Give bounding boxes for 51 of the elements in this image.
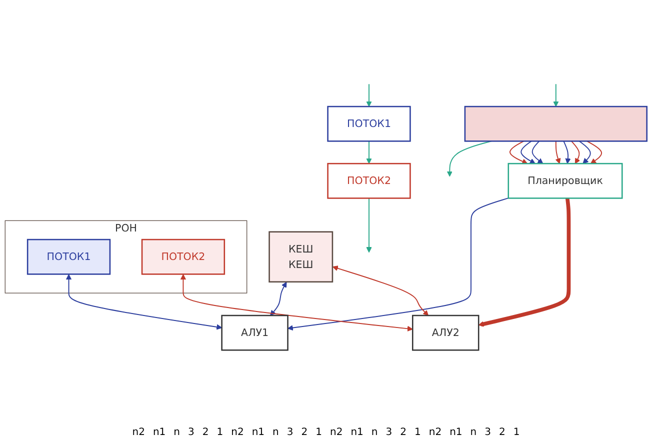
arrow (478, 198, 571, 327)
arrow (180, 274, 413, 332)
cell-number: 2 (201, 427, 210, 438)
arrow (66, 274, 222, 330)
cell-number: n (370, 427, 379, 438)
cell-number: n1 (152, 427, 167, 438)
cell-number: n1 (448, 427, 464, 438)
cell-number: 3 (484, 427, 492, 438)
arrow (510, 140, 528, 164)
cell-number: n2 (230, 427, 245, 438)
cell-number: n2 (428, 427, 443, 438)
cell-number: 3 (286, 427, 294, 438)
process-box: Планировщик (508, 162, 623, 199)
arrow (332, 265, 429, 316)
cell-number: 3 (384, 427, 394, 438)
arrow (553, 84, 559, 107)
arrow (520, 140, 536, 164)
process-box: ПОТОК1 (26, 238, 111, 275)
cell-number: n (172, 427, 181, 438)
process-box: КЕШ КЕШ (268, 231, 334, 282)
arrow (578, 140, 591, 164)
cell-number: 2 (498, 427, 506, 438)
arrow (555, 140, 561, 164)
arrow (270, 282, 287, 316)
arrow (586, 140, 602, 164)
process-box: ПОТОК2 (141, 238, 226, 275)
arrow (532, 140, 544, 164)
cell-number: 2 (300, 427, 309, 438)
arrow (563, 140, 571, 164)
cell-number: 1 (414, 427, 422, 438)
arrow (366, 84, 372, 107)
cell-number: n2 (131, 427, 146, 438)
cell-number: 1 (512, 427, 521, 438)
arrow (366, 198, 372, 252)
cell-number: 2 (399, 427, 408, 438)
arrow (366, 140, 372, 164)
cell-number: 1 (314, 427, 323, 438)
cell-number: 1 (216, 427, 224, 438)
process-box: АЛУ1 (221, 314, 288, 351)
cell-number: n2 (329, 427, 344, 438)
process-box: ПОТОК2 (327, 162, 411, 199)
cell-number: n (469, 427, 478, 438)
cell-number: n1 (250, 427, 266, 438)
instruction-queue-bar (464, 106, 648, 142)
cell-number: n1 (350, 427, 364, 438)
process-box: АЛУ2 (412, 314, 480, 351)
arrow (570, 140, 580, 164)
cell-number: 3 (187, 427, 196, 438)
arrow (288, 198, 509, 330)
process-box: ПОТОК1 (327, 106, 411, 142)
cell-number: n (272, 427, 280, 438)
